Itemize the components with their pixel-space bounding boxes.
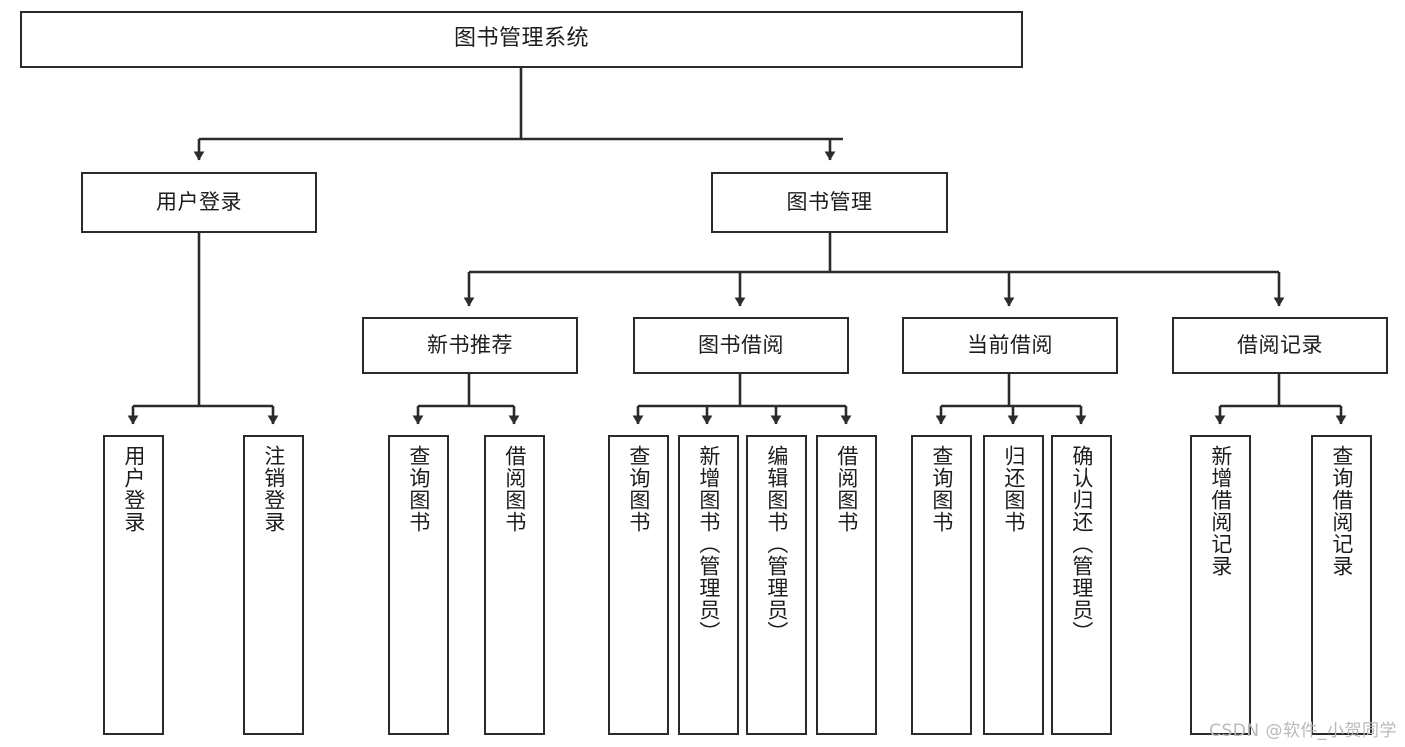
leaf-query-book-3-label: 查询图书 xyxy=(929,445,954,533)
leaf-query-book-2[interactable]: 查询图书 xyxy=(608,435,669,735)
leaf-return-book[interactable]: 归还图书 xyxy=(983,435,1044,735)
node-current-borrow[interactable]: 当前借阅 xyxy=(902,317,1118,374)
node-book-manage-label: 图书管理 xyxy=(786,189,873,214)
node-new-book-recommend[interactable]: 新书推荐 xyxy=(362,317,578,374)
leaf-query-book-1-label: 查询图书 xyxy=(406,445,431,533)
leaf-logout-login-label: 注销登录 xyxy=(261,445,286,533)
node-current-borrow-label: 当前借阅 xyxy=(967,332,1053,357)
node-book-manage[interactable]: 图书管理 xyxy=(711,172,948,233)
leaf-edit-book-label: 编辑图书（管理员） xyxy=(764,445,789,643)
leaf-user-login-label: 用户登录 xyxy=(121,445,146,533)
leaf-query-record[interactable]: 查询借阅记录 xyxy=(1311,435,1372,735)
node-book-borrow[interactable]: 图书借阅 xyxy=(633,317,849,374)
node-root[interactable]: 图书管理系统 xyxy=(20,11,1023,68)
node-borrow-record-label: 借阅记录 xyxy=(1237,332,1323,357)
node-new-book-recommend-label: 新书推荐 xyxy=(427,332,513,357)
leaf-query-book-3[interactable]: 查询图书 xyxy=(911,435,972,735)
node-user-login[interactable]: 用户登录 xyxy=(81,172,317,233)
leaf-borrow-book-1-label: 借阅图书 xyxy=(502,445,527,533)
leaf-query-record-label: 查询借阅记录 xyxy=(1329,445,1354,577)
leaf-add-book[interactable]: 新增图书（管理员） xyxy=(678,435,739,735)
node-user-login-label: 用户登录 xyxy=(156,189,242,214)
csdn-watermark: CSDN @软件_小贺同学 xyxy=(1209,721,1397,741)
leaf-logout-login[interactable]: 注销登录 xyxy=(243,435,304,735)
leaf-confirm-return[interactable]: 确认归还（管理员） xyxy=(1051,435,1112,735)
leaf-add-record-label: 新增借阅记录 xyxy=(1208,445,1233,577)
leaf-borrow-book-2[interactable]: 借阅图书 xyxy=(816,435,877,735)
node-root-label: 图书管理系统 xyxy=(453,26,589,52)
leaf-confirm-return-label: 确认归还（管理员） xyxy=(1069,445,1094,643)
leaf-borrow-book-2-label: 借阅图书 xyxy=(834,445,859,533)
node-book-borrow-label: 图书借阅 xyxy=(698,332,784,357)
leaf-add-record[interactable]: 新增借阅记录 xyxy=(1190,435,1251,735)
node-borrow-record[interactable]: 借阅记录 xyxy=(1172,317,1388,374)
leaf-add-book-label: 新增图书（管理员） xyxy=(696,445,721,643)
leaf-return-book-label: 归还图书 xyxy=(1001,445,1026,533)
leaf-query-book-2-label: 查询图书 xyxy=(626,445,651,533)
leaf-edit-book[interactable]: 编辑图书（管理员） xyxy=(746,435,807,735)
leaf-user-login[interactable]: 用户登录 xyxy=(103,435,164,735)
leaf-borrow-book-1[interactable]: 借阅图书 xyxy=(484,435,545,735)
leaf-query-book-1[interactable]: 查询图书 xyxy=(388,435,449,735)
